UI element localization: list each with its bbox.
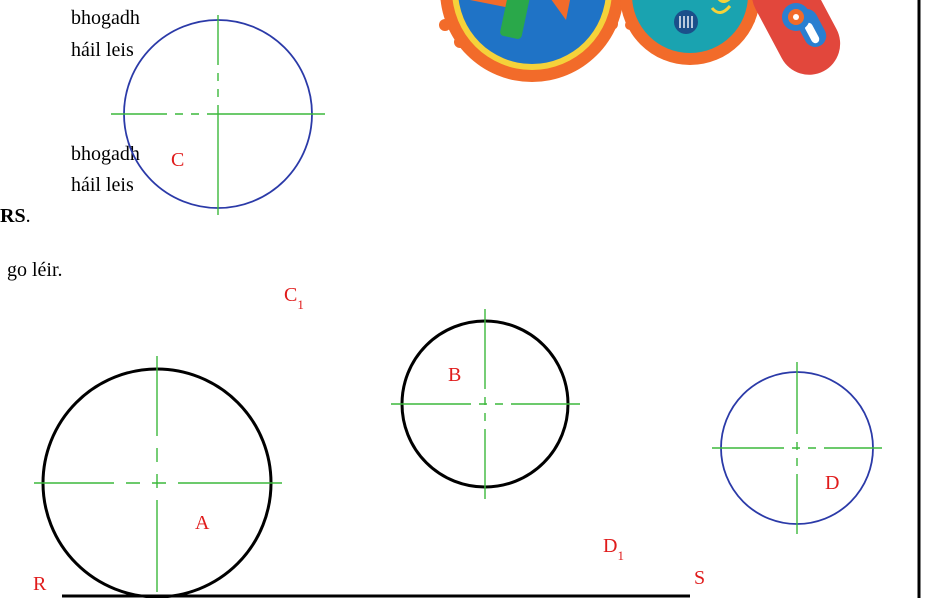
instruction-line-4: háil leis	[71, 174, 134, 196]
instruction-bold-rs: RS	[0, 205, 26, 227]
label-point-c1: C1	[284, 284, 304, 312]
label-circle-d: D	[825, 472, 839, 494]
circle-a-group: A	[34, 356, 282, 598]
crank-piece	[751, 0, 841, 75]
circle-b-group: B	[391, 309, 580, 499]
instruction-line-1: bhogadh	[71, 7, 140, 29]
label-line-r: R	[33, 573, 47, 595]
toy-gears-image	[439, 0, 841, 82]
instruction-line-5: RS.	[0, 205, 31, 227]
circle-c-group: C	[111, 15, 325, 215]
instruction-line-3: bhogadh	[71, 143, 140, 165]
label-line-s: S	[694, 567, 705, 589]
gear-middle	[620, 0, 760, 65]
label-point-d1: D1	[603, 535, 624, 563]
label-circle-c: C	[171, 149, 184, 171]
instruction-line-6: go léir.	[7, 259, 63, 281]
instruction-line-2: háil leis	[71, 39, 134, 61]
label-circle-a: A	[195, 512, 210, 534]
circle-d-group: D	[712, 362, 882, 534]
instruction-period: .	[26, 205, 31, 227]
gear-left	[439, 0, 624, 82]
label-circle-b: B	[448, 364, 461, 386]
